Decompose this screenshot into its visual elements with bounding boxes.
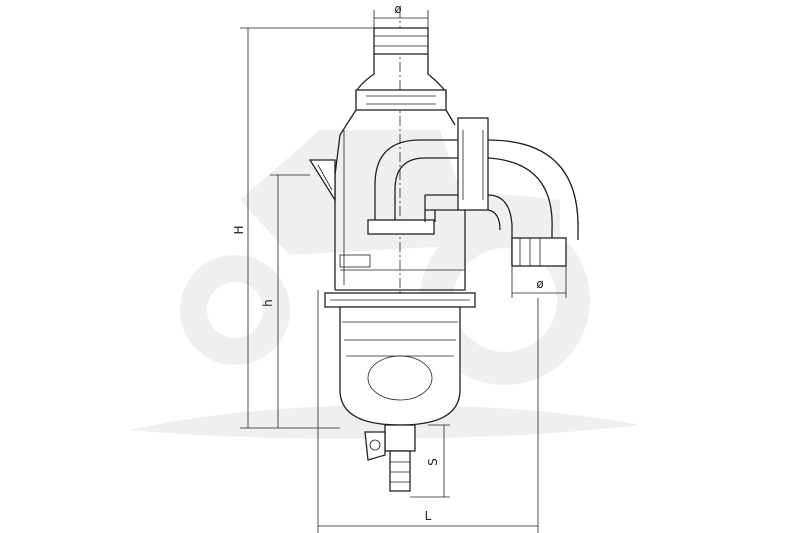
housing-collar [355,89,447,111]
mounting-bracket [308,159,336,203]
top-diameter-label: ø [394,2,401,16]
dimension-side-diameter: ø [511,266,567,298]
dimension-overall-height: H [232,27,374,429]
top-inlet-nozzle [355,27,447,100]
height-H-label: H [232,225,246,234]
filter-housing [334,109,466,291]
length-S-label: S [426,458,440,466]
dimension-top-diameter: ø [373,2,429,28]
side-diameter-label: ø [536,277,543,291]
length-L-label: L [425,509,432,523]
side-outlet-elbow [457,117,579,267]
inner-bend-pipe [367,139,460,235]
clamp-flange [324,292,476,308]
dimension-lower-height: h [261,174,310,428]
drain-valve [364,424,416,492]
height-h-label: h [261,299,275,307]
dimension-drain-length: S [410,424,450,498]
collection-bowl [339,306,461,426]
dimension-overall-length: L [317,290,539,533]
